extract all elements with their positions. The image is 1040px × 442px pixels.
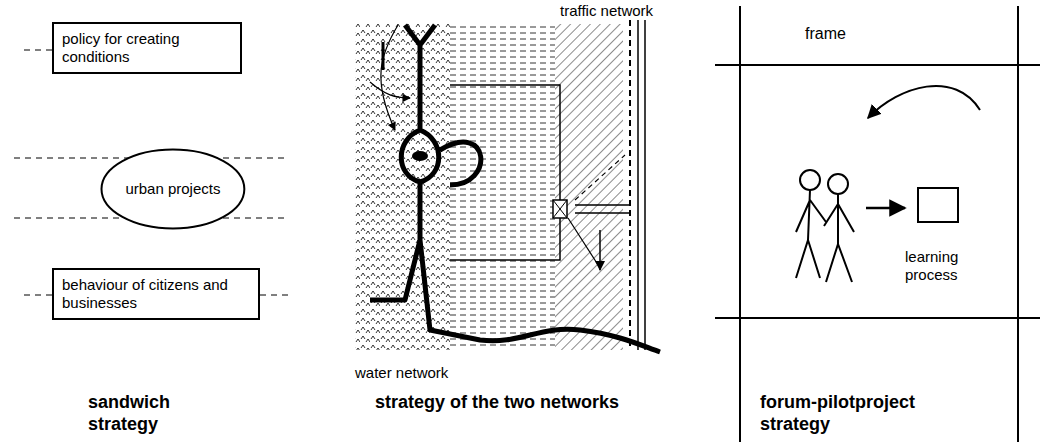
network-label: traffic network [558, 2, 655, 20]
node-text: policy for creating conditions [62, 30, 232, 66]
node-text: behaviour of citizens and businesses [62, 276, 250, 312]
process-label: learning process [903, 248, 997, 284]
layer-lines [14, 50, 292, 295]
node-text: urban projects [125, 180, 220, 198]
learning-arrows [866, 86, 980, 222]
networks-map [355, 20, 660, 352]
frame-label: frame [803, 24, 848, 43]
behaviour-box: behaviour of citizens and businesses [52, 268, 260, 320]
network-label: water network [353, 364, 450, 382]
strategy-caption: forum-pilotproject strategy [758, 392, 992, 435]
strategy-caption: sandwich strategy [86, 392, 200, 435]
strategy-caption: strategy of the two networks [373, 392, 621, 414]
policy-box: policy for creating conditions [52, 22, 242, 74]
project-circle: urban projects [100, 148, 246, 230]
stick-figures [796, 170, 854, 282]
frame-lines [715, 6, 1040, 442]
